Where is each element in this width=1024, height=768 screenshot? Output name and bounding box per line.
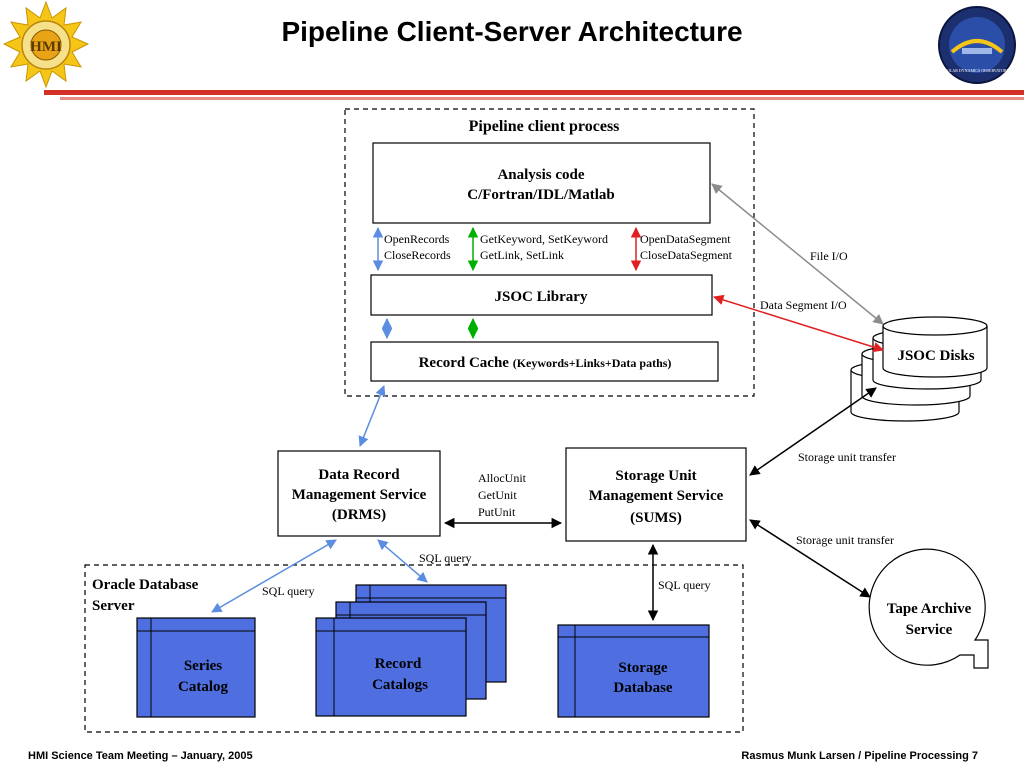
drms-line3: (DRMS) (332, 507, 386, 523)
title-rule (44, 90, 1024, 95)
drms-line1: Data Record (318, 467, 400, 483)
file-io-label: File I/O (810, 249, 848, 263)
data-segment-io-label: Data Segment I/O (760, 298, 847, 312)
storage-database-table (557, 624, 710, 718)
drms-line2: Management Service (292, 487, 427, 503)
api-open-data-segment: OpenDataSegment (640, 232, 731, 246)
api-get-link: GetLink, SetLink (480, 248, 564, 262)
data-segment-io-arrow (712, 294, 885, 353)
cache-drms-arrow (358, 385, 386, 447)
page-title: Pipeline Client-Server Architecture (281, 16, 743, 47)
api-close-data-segment: CloseDataSegment (640, 248, 733, 262)
sql-storage-label: SQL query (658, 578, 711, 592)
series-catalog-table (136, 617, 256, 718)
analysis-code-box (372, 142, 711, 224)
drms-box (277, 450, 441, 537)
sums-line1: Storage Unit (615, 468, 696, 484)
api-close-records: CloseRecords (384, 248, 451, 262)
storage-transfer-disks-label: Storage unit transfer (798, 450, 896, 464)
analysis-code-title: Analysis code (497, 167, 584, 183)
jsoc-library-label: JSOC Library (495, 289, 588, 305)
jsoc-disks-label: JSOC Disks (897, 348, 974, 364)
footer-right: Rasmus Munk Larsen / Pipeline Processing… (741, 750, 978, 762)
call-alloc-unit: AllocUnit (478, 471, 527, 485)
oracle-label-line2: Server (92, 598, 135, 614)
series-catalog-line1: Series (184, 658, 222, 674)
sums-line3: (SUMS) (630, 510, 682, 526)
sql-records-label: SQL query (419, 551, 472, 565)
record-cache-label: Record Cache (Keywords+Links+Data paths) (419, 355, 672, 371)
oracle-label-line1: Oracle Database (92, 577, 199, 593)
api-open-records: OpenRecords (384, 232, 450, 246)
tape-archive-line2: Service (906, 622, 953, 638)
tape-archive-line1: Tape Archive (887, 601, 972, 617)
sums-tape-arrow (749, 519, 871, 598)
storage-database-line2: Database (613, 680, 673, 696)
drms-series-sql-arrow (211, 539, 337, 613)
storage-database-line1: Storage (618, 660, 667, 676)
call-get-unit: GetUnit (478, 488, 517, 502)
analysis-code-languages: C/Fortran/IDL/Matlab (467, 187, 615, 203)
sql-series-label: SQL query (262, 584, 315, 598)
jsoc-disks (850, 316, 988, 422)
api-get-keyword: GetKeyword, SetKeyword (480, 232, 608, 246)
storage-transfer-tape-label: Storage unit transfer (796, 533, 894, 547)
call-put-unit: PutUnit (478, 505, 516, 519)
record-catalogs-line2: Catalogs (372, 677, 428, 693)
hmi-logo: HMI (2, 0, 90, 89)
sums-disks-arrow (749, 387, 877, 476)
drms-records-sql-arrow (377, 539, 428, 583)
footer-left: HMI Science Team Meeting – January, 2005 (28, 750, 253, 762)
series-catalog-line2: Catalog (178, 679, 228, 695)
record-catalogs-table (315, 584, 507, 717)
pipeline-client-label: Pipeline client process (469, 118, 620, 135)
hmi-logo-text: HMI (30, 39, 62, 55)
sdo-logo: SOLAR DYNAMICS OBSERVATORY (938, 6, 1016, 84)
sums-line2: Management Service (589, 488, 724, 504)
sums-box (565, 447, 747, 542)
record-catalogs-line1: Record (375, 656, 422, 672)
record-cache-box (370, 341, 719, 382)
sdo-logo-text: SOLAR DYNAMICS OBSERVATORY (945, 68, 1010, 73)
tape-archive (868, 548, 989, 669)
title-rule-shadow (60, 97, 1024, 100)
